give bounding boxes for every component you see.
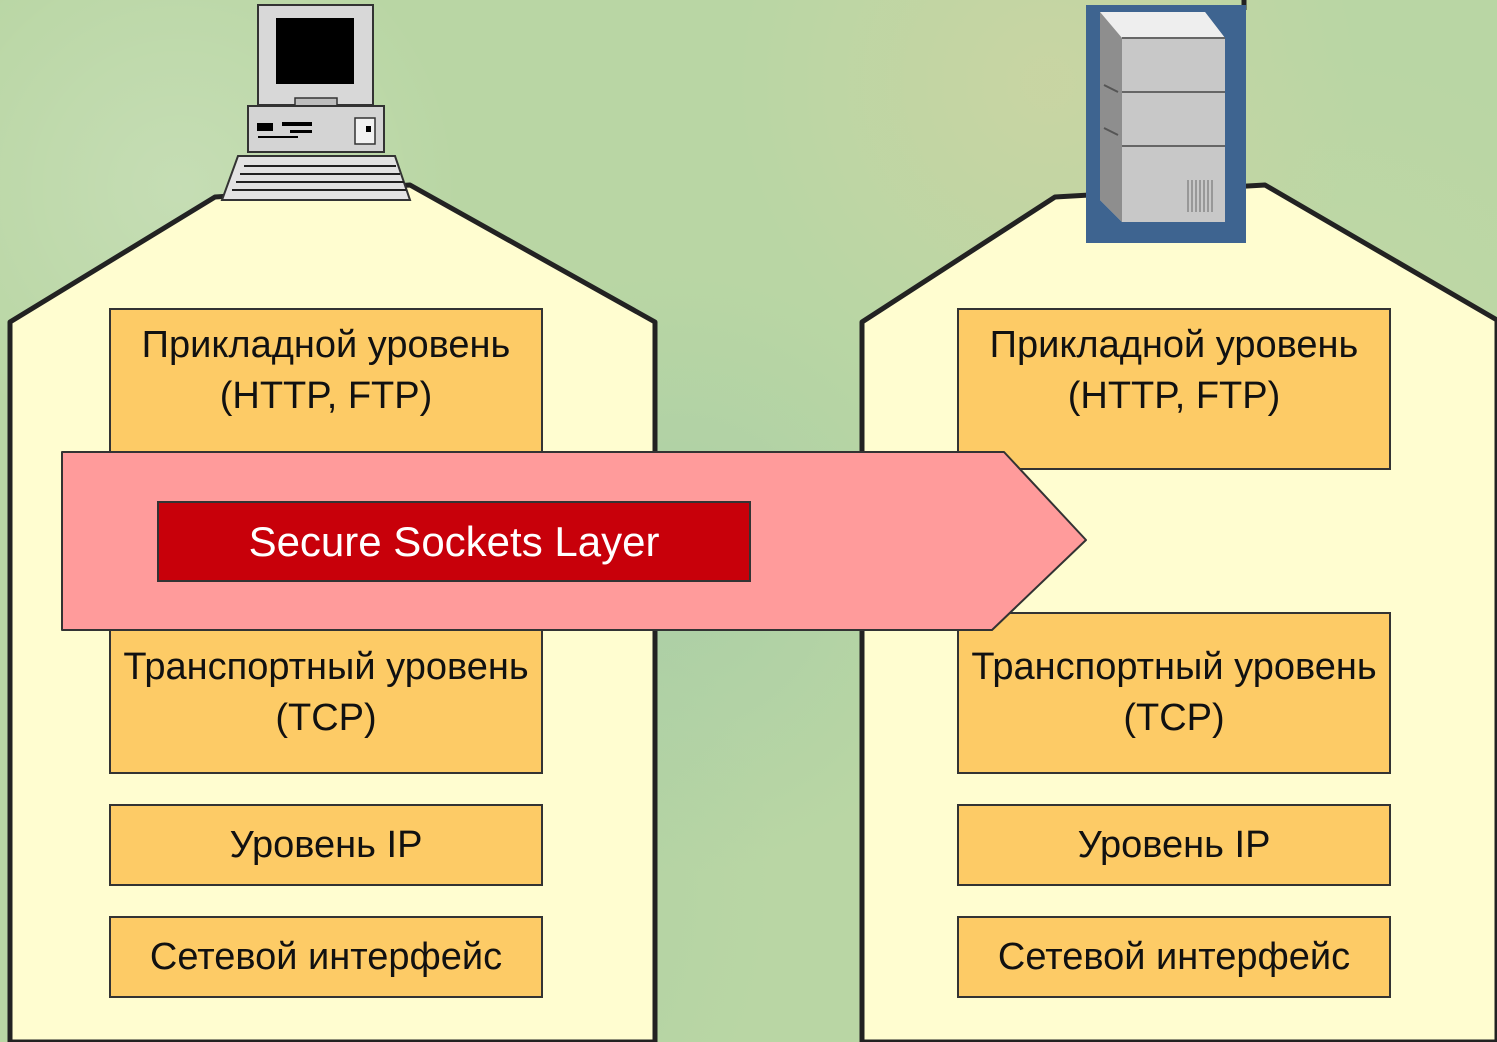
ssl-label: Secure Sockets Layer	[157, 501, 751, 582]
client-network-interface-layer: Сетевой интерфейс	[109, 916, 543, 998]
server-transport-layer: Транспортный уровень (TCP)	[957, 612, 1391, 774]
server-application-layer: Прикладной уровень (HTTP, FTP)	[957, 308, 1391, 470]
client-transport-layer: Транспортный уровень (TCP)	[109, 612, 543, 774]
server-network-interface-layer: Сетевой интерфейс	[957, 916, 1391, 998]
client-ip-layer: Уровень IP	[109, 804, 543, 886]
desktop-computer-icon	[220, 4, 412, 201]
server-icon	[1086, 5, 1246, 243]
client-application-layer: Прикладной уровень (HTTP, FTP)	[109, 308, 543, 470]
server-ip-layer: Уровень IP	[957, 804, 1391, 886]
